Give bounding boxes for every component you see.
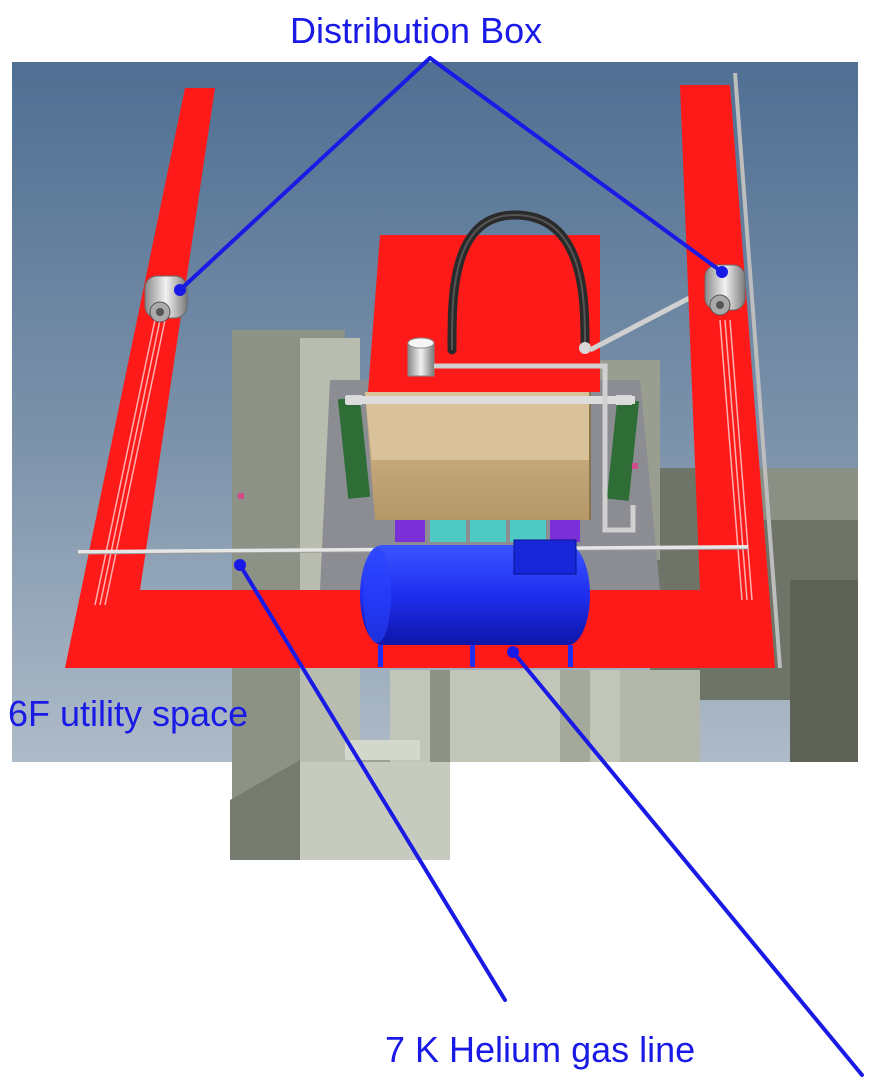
annotation-dots [174,266,728,658]
leader-helium-tank [511,650,864,1077]
helium-gas-line-label: 7 K Helium gas line [385,1029,696,1070]
utility-space-label: 6F utility space [8,693,249,734]
distribution-box-left [144,275,188,323]
leader-dist-right [428,56,724,274]
cryostat-vessel [345,392,635,520]
small-cylinder [407,337,435,377]
pipe-gray [434,363,636,533]
cryostat-base-blocks [395,520,580,542]
red-platform [65,85,775,668]
helium-tank [360,539,590,667]
annotation-leaders [178,56,864,1077]
platform-cables [94,319,753,606]
leader-helium-line [238,563,507,1002]
distribution-box-right [704,264,746,316]
leader-dist-left [178,56,432,292]
distribution-box-label: Distribution Box [290,10,543,51]
